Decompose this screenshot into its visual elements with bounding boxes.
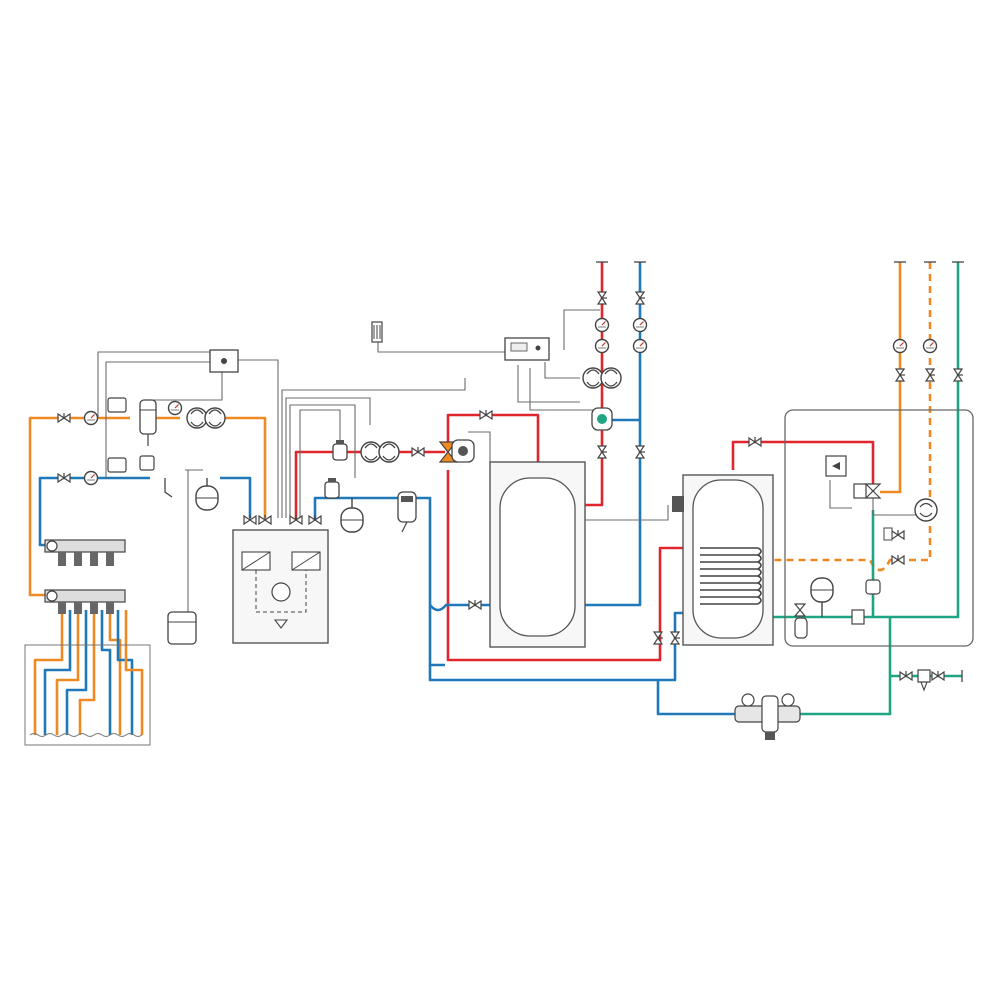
buffer-return-pipe	[428, 611, 685, 682]
dhw-expansion-vessel-icon	[810, 577, 834, 603]
floor-supply-valve-icon[interactable]	[57, 412, 71, 423]
pressure-reducer-body-icon	[761, 695, 779, 733]
expansion-valve-icon	[273, 619, 289, 629]
dhw-primary-valve-icon[interactable]	[748, 436, 762, 447]
floor-expansion-vessel-icon	[195, 485, 219, 511]
radiator-supply-gauge-icon	[594, 338, 610, 354]
floor-pressure-gauge-icon	[167, 400, 183, 416]
pipe-end-caps	[596, 261, 964, 682]
station-pump-icon[interactable]	[914, 498, 938, 522]
dhw-station-panel	[784, 409, 974, 647]
hp-valve-1-icon[interactable]	[243, 514, 257, 525]
dhw-tempering-valve-icon[interactable]	[851, 579, 881, 625]
manifold-flow-meter-icon	[58, 552, 114, 566]
dhw-primary-pipe	[731, 440, 875, 492]
radiator-return-gauge-icon	[632, 338, 648, 354]
buffer-tank-icon[interactable]	[489, 461, 586, 648]
buffer-supply-pipe	[446, 413, 540, 478]
boiler-return-pipe	[313, 496, 445, 667]
radiator-return-riser	[585, 262, 642, 607]
floor-zone-actuator-icon	[107, 397, 155, 473]
brine-tank-icon	[167, 611, 197, 645]
collector-return-thermometer-icon	[922, 338, 938, 354]
radiator-controller-icon[interactable]	[504, 337, 550, 361]
buffer-drain-valve-icon[interactable]	[468, 599, 482, 610]
inlet-gauge-icon	[741, 693, 755, 707]
floor-return-valve-icon[interactable]	[57, 472, 71, 483]
collector-supply-valve-icon[interactable]	[895, 368, 906, 382]
pressure-reducer-icon[interactable]	[397, 491, 417, 533]
floor-heating-manifold[interactable]	[44, 539, 126, 614]
mains-inlet-valve-icon[interactable]	[899, 670, 913, 681]
floor-return-thermometer-icon	[83, 470, 99, 486]
dhw-cylinder-icon[interactable]	[682, 474, 774, 646]
collector-return-pipe	[770, 262, 932, 572]
floor-supply-thermometer-icon	[83, 410, 99, 426]
collector-supply-thermometer-icon	[892, 338, 908, 354]
floor-heating-return-pipe	[38, 476, 252, 547]
mains-filter-icon	[917, 669, 931, 692]
safety-valve-icon[interactable]	[793, 603, 808, 639]
heat-pump-unit[interactable]	[232, 529, 329, 644]
radiator-supply-thermometer-icon	[594, 317, 610, 333]
dhw-immersion-heater-icon	[672, 496, 684, 512]
pipework	[28, 262, 962, 735]
outdoor-sensor-icon	[371, 321, 383, 343]
radiator-return-valve-icon[interactable]	[635, 291, 646, 305]
dhw-coil-valve-1-icon[interactable]	[653, 631, 664, 645]
floor-circulation-pump-icon[interactable]	[186, 407, 226, 429]
outlet-gauge-icon	[781, 693, 795, 707]
three-way-mixing-valve-icon[interactable]	[438, 439, 475, 463]
dhw-coil-valve-2-icon[interactable]	[670, 631, 681, 645]
buffer-inlet-valve-icon[interactable]	[479, 409, 493, 420]
hp-valve-2-icon[interactable]	[258, 514, 272, 525]
air-vent-icon	[332, 439, 348, 461]
water-pressure-reducing-group[interactable]	[734, 693, 801, 740]
radiator-mixing-valve-icon[interactable]	[591, 407, 613, 431]
floor-loop-pipes	[33, 610, 144, 735]
boiler-valve-icon[interactable]	[411, 446, 425, 457]
station-check-valves-icon[interactable]	[883, 527, 905, 565]
buffer-loop-return-pipe	[446, 470, 685, 662]
boiler-air-separator-icon	[324, 477, 340, 499]
manifold-actuator-icon	[58, 602, 114, 614]
underfloor-loop-icon	[24, 644, 151, 746]
collector-supply-pipe	[880, 262, 902, 494]
mains-check-valve-icon[interactable]	[931, 670, 945, 681]
compressor-icon	[271, 582, 291, 602]
floor-drain-valve-icon[interactable]	[164, 478, 173, 498]
station-three-way-valve-icon[interactable]	[853, 483, 882, 499]
dirt-separator-icon[interactable]	[139, 399, 157, 446]
boiler-expansion-vessel-icon	[340, 507, 364, 533]
buffer-bottom-pipe	[428, 603, 500, 612]
radiator-bypass-valve-icon[interactable]	[597, 445, 608, 459]
dhw-coil-icon	[700, 547, 762, 605]
softener-bypass-pipe	[656, 680, 735, 716]
radiator-supply-valve-icon[interactable]	[597, 291, 608, 305]
collector-return-valve-icon[interactable]	[925, 368, 936, 382]
radiator-return-valve-2-icon[interactable]	[635, 445, 646, 459]
main-controller-icon[interactable]	[209, 349, 239, 373]
boiler-pump-icon[interactable]	[360, 441, 400, 463]
radiator-return-thermometer-icon	[632, 317, 648, 333]
station-controller-icon[interactable]	[825, 455, 847, 477]
cold-water-valve-icon[interactable]	[953, 368, 964, 382]
hp-valve-4-icon[interactable]	[308, 514, 322, 525]
